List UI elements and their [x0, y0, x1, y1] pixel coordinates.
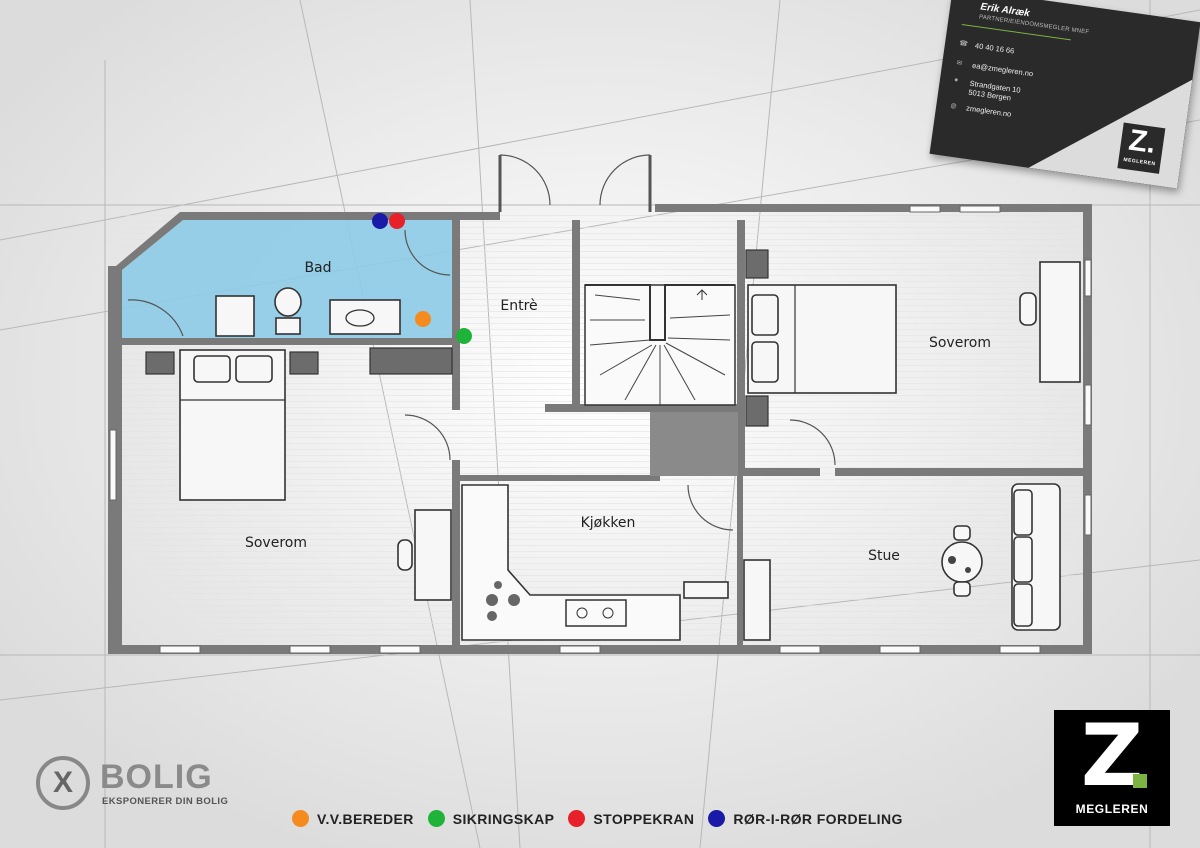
legend-label: SIKRINGSKAP [452, 810, 555, 827]
xbolig-mark: X [36, 756, 90, 810]
mail-icon: ✉ [955, 59, 963, 68]
marker-sikringsskap [456, 328, 472, 344]
marker-stoppekran [389, 213, 405, 229]
kitchen-counter [461, 484, 771, 641]
card-title: PARTNER/EIENDOMSMEGLER MNEF [978, 14, 1090, 36]
card-web: zmegleren.no [965, 103, 1012, 119]
windows [109, 205, 1092, 654]
orange-dot-icon [292, 810, 309, 827]
room-labels: Bad Entrè Soverom Soverom Kjøkken Stue [245, 260, 991, 564]
card-phone-row: ☎ 40 40 16 66 [959, 39, 1015, 56]
xbolig-word: BOLIG [100, 758, 213, 796]
card-email-row: ✉ ea@zmegleren.no [956, 59, 1034, 79]
zlogo-letter: Z [1080, 706, 1144, 806]
xbolig-tagline: EKSPONERER DIN BOLIG [102, 796, 229, 807]
legend-item-sikringskap: SIKRINGSKAP [427, 810, 555, 827]
zlogo-accent-square [1133, 774, 1147, 788]
legend-label: RØR-I-RØR FORDELING [733, 810, 903, 827]
staircase [584, 284, 736, 406]
room-label-soverom-left: Soverom [245, 535, 307, 551]
location-pin-icon: ● [953, 76, 959, 85]
marker-ror-i-ror [372, 213, 388, 229]
zmegleren-logo: Z MEGLEREN [1054, 710, 1170, 826]
room-label-bad: Bad [304, 260, 331, 276]
legend-item-stoppekran: STOPPEKRAN [568, 810, 694, 827]
legend-item-ror-i-ror: RØR-I-RØR FORDELING [708, 810, 902, 827]
bathroom-fixtures [215, 287, 401, 337]
room-label-stue: Stue [868, 548, 900, 564]
room-label-kjokken: Kjøkken [581, 515, 636, 531]
phone-icon: ☎ [958, 39, 969, 49]
interior-walls [117, 220, 1085, 646]
xbolig-logo: X BOLIG EKSPONERER DIN BOLIG [36, 756, 246, 816]
legend-item-vvbereder: V.V.BEREDER [292, 810, 414, 827]
card-accent-triangle [1028, 58, 1193, 189]
red-dot-icon [568, 810, 586, 827]
blue-dot-icon [708, 810, 726, 827]
legend-label: STOPPEKRAN [593, 810, 695, 827]
card-logo: Z. MEGLEREN [1117, 122, 1166, 174]
marker-vvbereder [415, 311, 431, 327]
legend: V.V.BEREDER SIKRINGSKAP STOPPEKRAN RØR-I… [292, 810, 903, 827]
green-dot-icon [427, 810, 445, 827]
living-room-furniture [941, 483, 1061, 631]
left-bedroom-furniture [145, 347, 453, 601]
room-label-entre: Entrè [500, 298, 537, 314]
card-logo-letter: Z. [1126, 123, 1158, 160]
legend-label: V.V.BEREDER [317, 810, 414, 827]
markers [372, 213, 472, 344]
room-label-soverom-right: Soverom [929, 335, 991, 351]
card-address-row: ● Strandgaten 10 5013 Bergen [952, 76, 1022, 104]
card-phone: 40 40 16 66 [974, 41, 1015, 56]
card-web-row: ◍ zmegleren.no [950, 101, 1012, 118]
card-email: ea@zmegleren.no [971, 60, 1034, 79]
zlogo-label: MEGLEREN [1075, 802, 1149, 816]
right-bedroom-furniture [745, 249, 1081, 427]
globe-icon: ◍ [949, 102, 957, 111]
doors [127, 154, 836, 531]
